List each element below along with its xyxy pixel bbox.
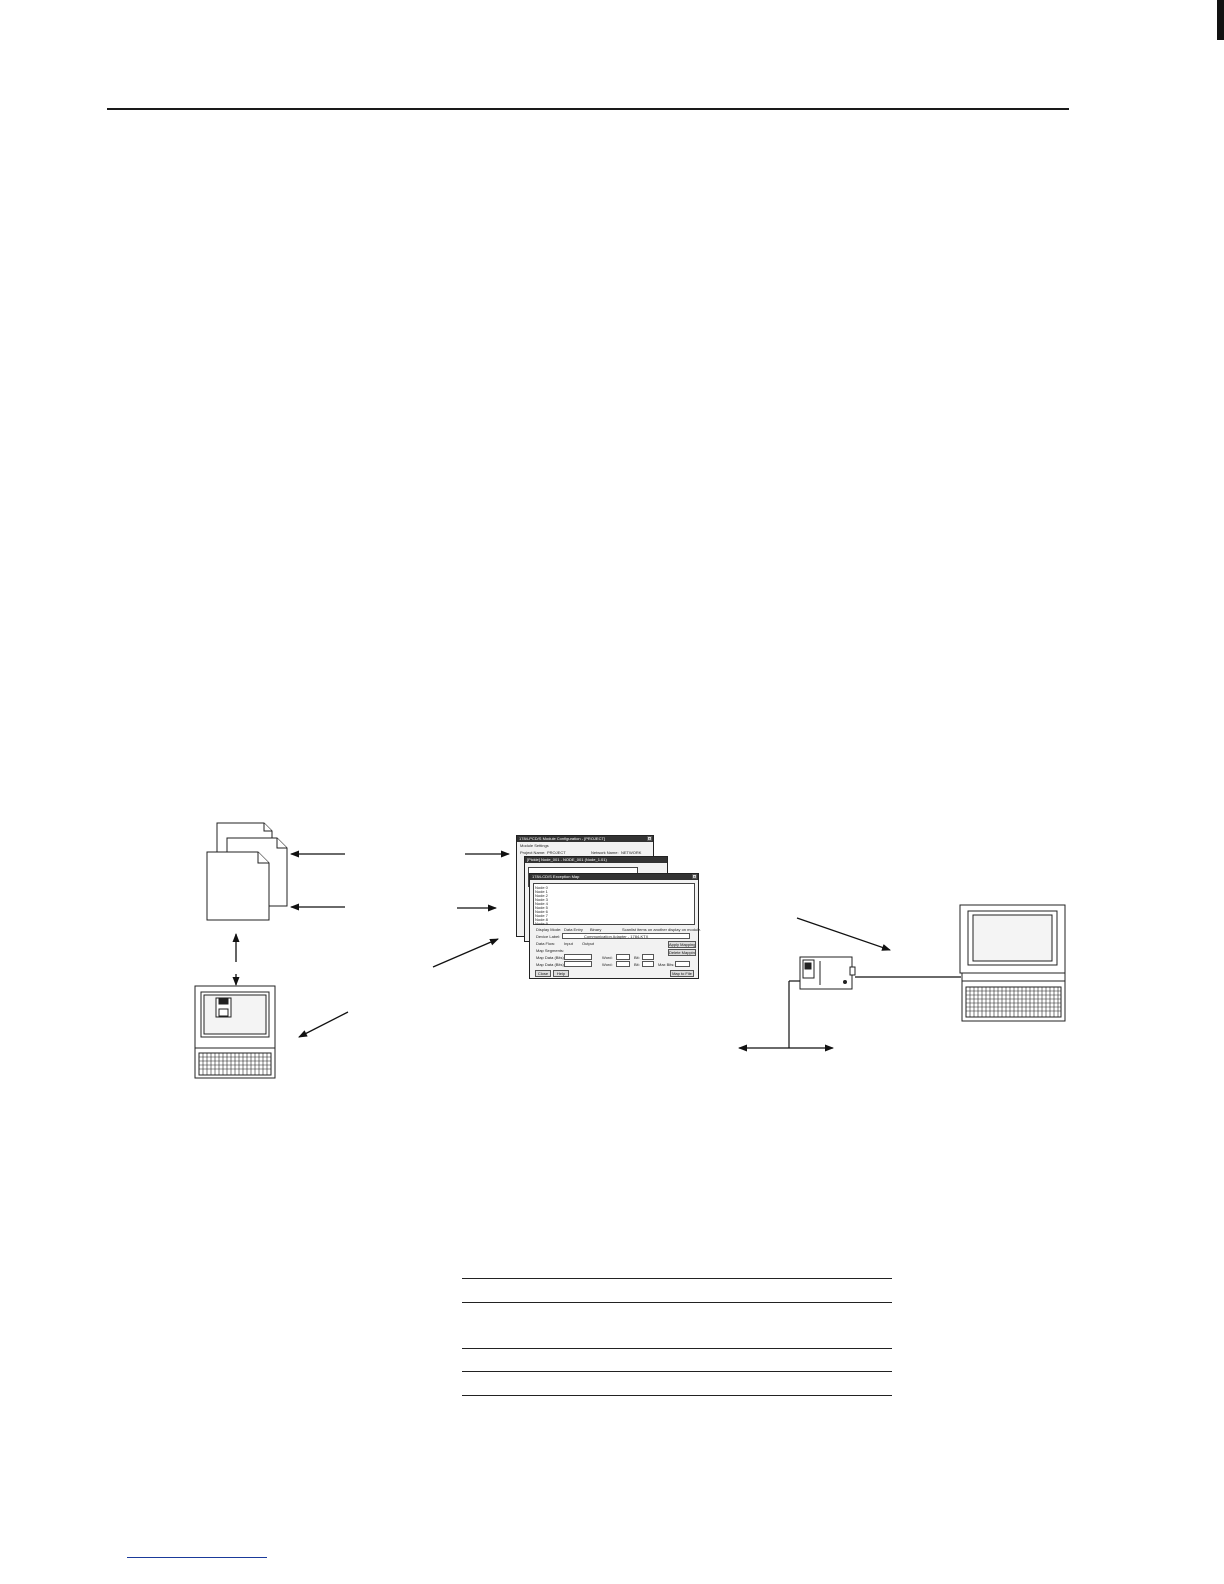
map-row-label: Node 8 [535, 917, 548, 922]
window-title: 1784-PCD/S Module Configuration - [PROJE… [517, 836, 653, 842]
project-label: Project Name: [520, 850, 546, 855]
bit-label: Bit: [634, 962, 640, 967]
input-option[interactable]: Input [564, 941, 573, 946]
document-stack-icon [206, 822, 288, 921]
binary-option[interactable]: Binary [590, 927, 602, 932]
menu-bar: Module Settings [520, 843, 549, 848]
table-rule [462, 1348, 892, 1349]
project-value: PROJECT [547, 850, 566, 855]
max-bits-field[interactable] [675, 961, 690, 967]
data-flow-label: Data Flow: [536, 941, 556, 946]
diagram-arrows [232, 850, 891, 1038]
apply-mapping-button[interactable]: Apply Mapping [668, 941, 696, 948]
map-row-label: Node 2 [535, 893, 548, 898]
map-data-label: Map Data (Bits): [536, 962, 565, 967]
delete-mapping-button[interactable]: Delete Mapping [668, 949, 696, 956]
map-to-file-button[interactable]: Map to File [670, 970, 694, 977]
map-row-label: Node 7 [535, 913, 548, 918]
configuration-diagram: 1784-PCD/S Module Configuration - [PROJE… [180, 815, 1090, 1090]
network-cable-icon [738, 976, 961, 1052]
exception-map-grid: Node 0 Node 1 Node 2 Node 3 Node 4 Node … [533, 883, 695, 926]
map-row-label: Node 6 [535, 909, 548, 914]
header-rule [107, 108, 1069, 110]
map-row-label: Node 9 [535, 921, 548, 926]
exception-map-window: 1784-CD/S Exception Map × Node 0 Node 1 … [529, 873, 702, 979]
table-rule [462, 1395, 892, 1396]
map-row-label: Node 4 [535, 901, 548, 906]
word-field[interactable] [616, 954, 630, 960]
display-mode-label: Display Mode: [536, 927, 562, 932]
close-button[interactable]: Close [535, 970, 551, 977]
table-rule [462, 1278, 892, 1279]
data-entry-option[interactable]: Data Entry [564, 927, 583, 932]
diagram-canvas [194, 822, 1066, 1079]
network-value: NETWORK [621, 850, 642, 855]
help-button[interactable]: Help [553, 970, 569, 977]
table-rule [462, 1371, 892, 1372]
laptop-icon [194, 985, 276, 1079]
device-field[interactable] [562, 933, 690, 939]
map-row-label: Node 0 [535, 885, 548, 890]
window-title: [Pickle] Node_001 - NODE_001 (Node_1.01) [525, 857, 667, 863]
map-data-label: Map Data (Bits): [536, 955, 565, 960]
close-icon[interactable]: × [692, 874, 697, 879]
max-bits-label: Max Bits: [658, 962, 675, 967]
bit-label: Bit: [634, 955, 640, 960]
interface-module-icon [799, 956, 856, 990]
map-row-label: Node 1 [535, 889, 548, 894]
table-rule [462, 1302, 892, 1303]
word-label: Word: [602, 962, 613, 967]
map-row-label: Node 5 [535, 905, 548, 910]
close-icon[interactable]: × [647, 836, 652, 841]
map-data-field[interactable] [564, 954, 592, 960]
word-field[interactable] [616, 961, 630, 967]
device-value: Communication Adapter - 1784-KTX [584, 934, 649, 939]
map-row-label: Node 3 [535, 897, 548, 902]
map-segments-label: Map Segments: [536, 948, 565, 953]
bit-field[interactable] [642, 961, 654, 967]
device-label: Device Label: [536, 934, 561, 939]
table-frame [462, 1278, 892, 1398]
desktop-computer-icon [959, 904, 1066, 1022]
output-option[interactable]: Output [582, 941, 595, 946]
map-data-field[interactable] [564, 961, 592, 967]
footer-link-rule [127, 1557, 267, 1558]
status-text: Scanlist items on another display on mod… [622, 927, 702, 932]
bit-field[interactable] [642, 954, 654, 960]
page-edge-marker [1217, 0, 1224, 40]
window-title: 1784-CD/S Exception Map [530, 874, 698, 880]
network-label: Network Name: [591, 850, 619, 855]
word-label: Word: [602, 955, 613, 960]
